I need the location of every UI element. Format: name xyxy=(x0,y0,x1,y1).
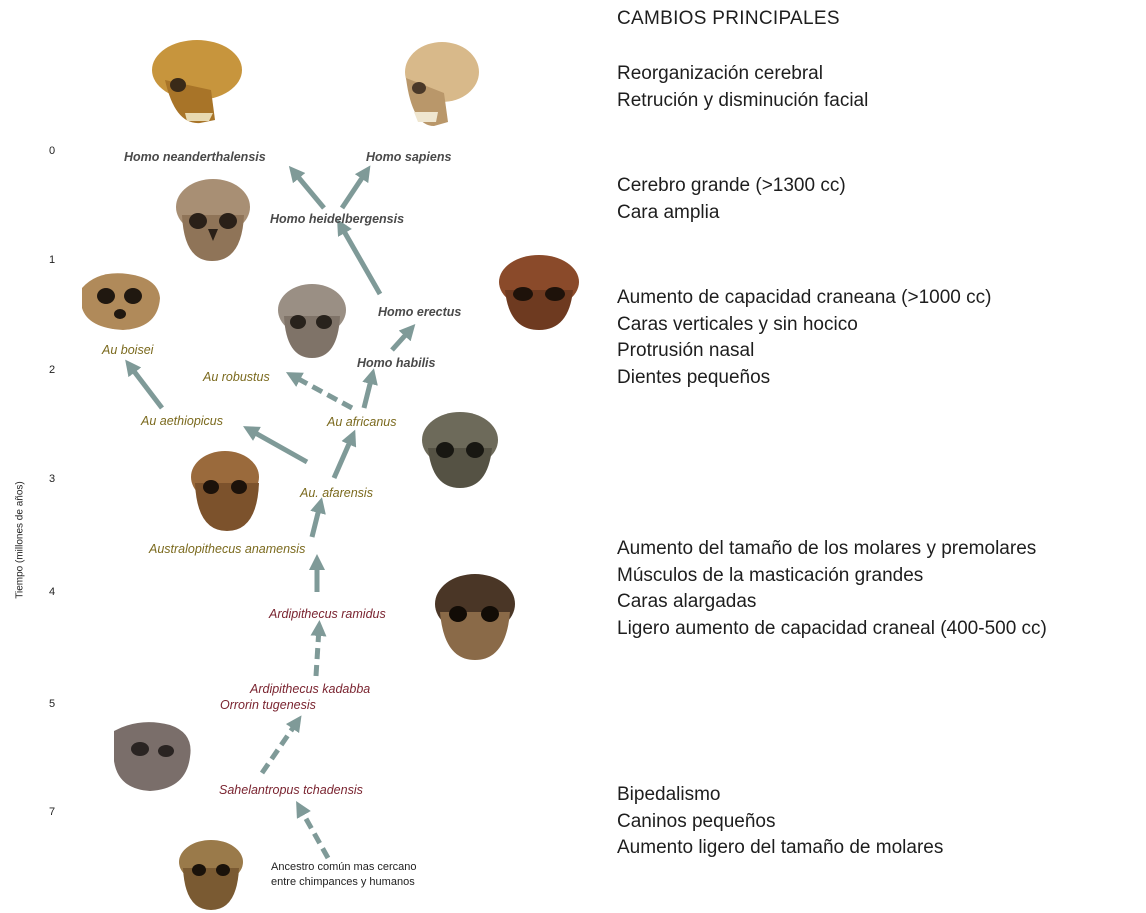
label-orrorin-tugenesis: Orrorin tugenesis xyxy=(220,698,316,712)
arrow-habilis-to-erectus xyxy=(392,330,410,350)
time-tick-1: 1 xyxy=(49,254,55,266)
skull-ramidus-image xyxy=(430,570,520,662)
skull-sahelanthropus-image xyxy=(110,717,195,794)
change-item: Reorganización cerebral xyxy=(617,61,868,88)
change-item: Caras alargadas xyxy=(617,589,1047,616)
skull-ancestor-image xyxy=(175,836,247,912)
phylogeny-arrows xyxy=(0,0,620,913)
label-ardipithecus-ramidus: Ardipithecus ramidus xyxy=(269,607,386,621)
label-homo-habilis: Homo habilis xyxy=(357,356,435,370)
arrow-sahelanthropus-to-orrorin xyxy=(262,722,297,773)
time-tick-4: 4 xyxy=(49,586,55,598)
skull-heidelbergensis-image xyxy=(172,175,254,263)
label-homo-heidelbergensis: Homo heidelbergensis xyxy=(270,212,404,226)
arrow-aethiopicus-to-boisei xyxy=(130,366,162,408)
label-homo-neanderthalensis: Homo neanderthalensis xyxy=(124,150,266,164)
changes-group-2: Cerebro grande (>1300 cc) Cara amplia xyxy=(617,173,846,226)
ancestor-label: Ancestro común mas cercano entre chimpan… xyxy=(271,860,417,890)
change-item: Músculos de la masticación grandes xyxy=(617,563,1047,590)
label-sahelantropus-tchadensis: Sahelantropus tchadensis xyxy=(219,783,363,797)
arrow-afarensis-to-africanus xyxy=(334,437,352,478)
arrow-africanus-to-habilis xyxy=(364,376,372,408)
skull-erectus-image xyxy=(495,250,583,332)
time-tick-5: 5 xyxy=(49,698,55,710)
skull-habilis-image xyxy=(272,280,350,360)
ancestor-line-1: Ancestro común mas cercano xyxy=(271,860,417,875)
skull-neanderthal-image xyxy=(145,35,245,130)
skull-afarensis-image xyxy=(187,447,265,533)
change-item: Caninos pequeños xyxy=(617,809,943,836)
label-au-africanus: Au africanus xyxy=(327,415,396,429)
arrow-heidelbergensis-to-neanderthalensis xyxy=(294,172,324,208)
label-ardipithecus-kadabba: Ardipithecus kadabba xyxy=(250,682,370,696)
arrow-africanus-to-robustus xyxy=(293,376,352,408)
change-item: Dientes pequeños xyxy=(617,365,991,392)
arrow-kadabba-to-ramidus xyxy=(316,628,319,676)
time-tick-7: 7 xyxy=(49,806,55,818)
change-item: Ligero aumento de capacidad craneal (400… xyxy=(617,616,1047,643)
time-tick-3: 3 xyxy=(49,473,55,485)
skull-africanus-image xyxy=(418,408,502,490)
y-axis-label: Tiempo (millones de años) xyxy=(15,481,26,598)
time-tick-0: 0 xyxy=(49,145,55,157)
change-item: Aumento ligero del tamaño de molares xyxy=(617,835,943,862)
change-item: Retrución y disminución facial xyxy=(617,88,868,115)
changes-group-3: Aumento de capacidad craneana (>1000 cc)… xyxy=(617,285,991,391)
changes-group-4: Aumento del tamaño de los molares y prem… xyxy=(617,536,1047,642)
ancestor-line-2: entre chimpances y humanos xyxy=(271,875,417,890)
label-au-afarensis: Au. afarensis xyxy=(300,486,373,500)
arrow-heidelbergensis-to-sapiens xyxy=(342,172,366,208)
change-item: Caras verticales y sin hocico xyxy=(617,312,991,339)
label-homo-sapiens: Homo sapiens xyxy=(366,150,451,164)
changes-heading: CAMBIOS PRINCIPALES xyxy=(617,8,840,30)
label-au-boisei: Au boisei xyxy=(102,343,153,357)
skull-boisei-image xyxy=(78,268,163,334)
label-au-aethiopicus: Au aethiopicus xyxy=(141,414,223,428)
change-item: Bipedalismo xyxy=(617,782,943,809)
changes-group-5: Bipedalismo Caninos pequeños Aumento lig… xyxy=(617,782,943,862)
change-item: Cara amplia xyxy=(617,200,846,227)
change-item: Aumento de capacidad craneana (>1000 cc) xyxy=(617,285,991,312)
skull-sapiens-image xyxy=(392,38,482,130)
arrow-anamensis-to-afarensis xyxy=(312,505,320,537)
arrow-ancestor-to-sahelanthropus xyxy=(300,808,328,858)
change-item: Protrusión nasal xyxy=(617,338,991,365)
label-homo-erectus: Homo erectus xyxy=(378,305,461,319)
change-item: Aumento del tamaño de los molares y prem… xyxy=(617,536,1047,563)
time-tick-2: 2 xyxy=(49,364,55,376)
changes-group-1: Reorganización cerebral Retrución y dism… xyxy=(617,61,868,114)
label-australopithecus-anamensis: Australopithecus anamensis xyxy=(149,542,305,556)
label-au-robustus: Au robustus xyxy=(203,370,270,384)
change-item: Cerebro grande (>1300 cc) xyxy=(617,173,846,200)
